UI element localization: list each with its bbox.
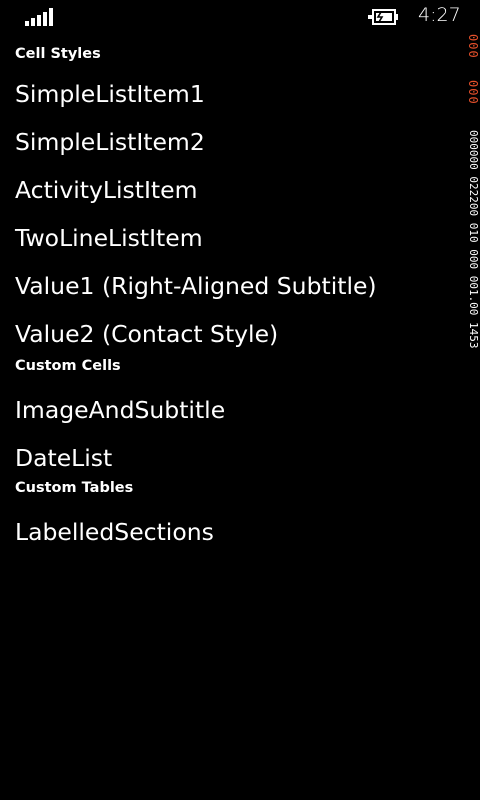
section-header-cell-styles: Cell Styles	[15, 46, 101, 62]
frame-rate-counter: 000 000 000000 022200 010 000 001.00 145…	[466, 34, 480, 404]
status-bar: 4:27	[0, 0, 480, 32]
list-item-activity-list-item[interactable]: ActivityListItem	[15, 176, 198, 204]
list-item-simple-list-item-2[interactable]: SimpleListItem2	[15, 128, 205, 156]
list-item-simple-list-item-1[interactable]: SimpleListItem1	[15, 80, 205, 108]
section-header-custom-cells: Custom Cells	[15, 358, 121, 374]
list-item-date-list[interactable]: DateList	[15, 444, 113, 472]
list-item-two-line-list-item[interactable]: TwoLineListItem	[15, 224, 203, 252]
table-list: Cell Styles SimpleListItem1 SimpleListIt…	[15, 44, 455, 556]
list-item-value1[interactable]: Value1 (Right-Aligned Subtitle)	[15, 272, 377, 300]
list-item-labelled-sections[interactable]: LabelledSections	[15, 518, 214, 546]
frame-counter-red-top: 000	[466, 34, 480, 59]
status-clock: 4:27	[418, 4, 461, 26]
list-item-value2[interactable]: Value2 (Contact Style)	[15, 320, 279, 348]
signal-strength-icon	[25, 8, 55, 26]
frame-counter-red-bottom: 000	[466, 80, 480, 105]
battery-charging-icon	[368, 9, 398, 25]
list-item-image-and-subtitle[interactable]: ImageAndSubtitle	[15, 396, 226, 424]
section-header-custom-tables: Custom Tables	[15, 480, 134, 496]
frame-counter-text: 000000 022200 010 000 001.00 1453	[467, 130, 480, 349]
